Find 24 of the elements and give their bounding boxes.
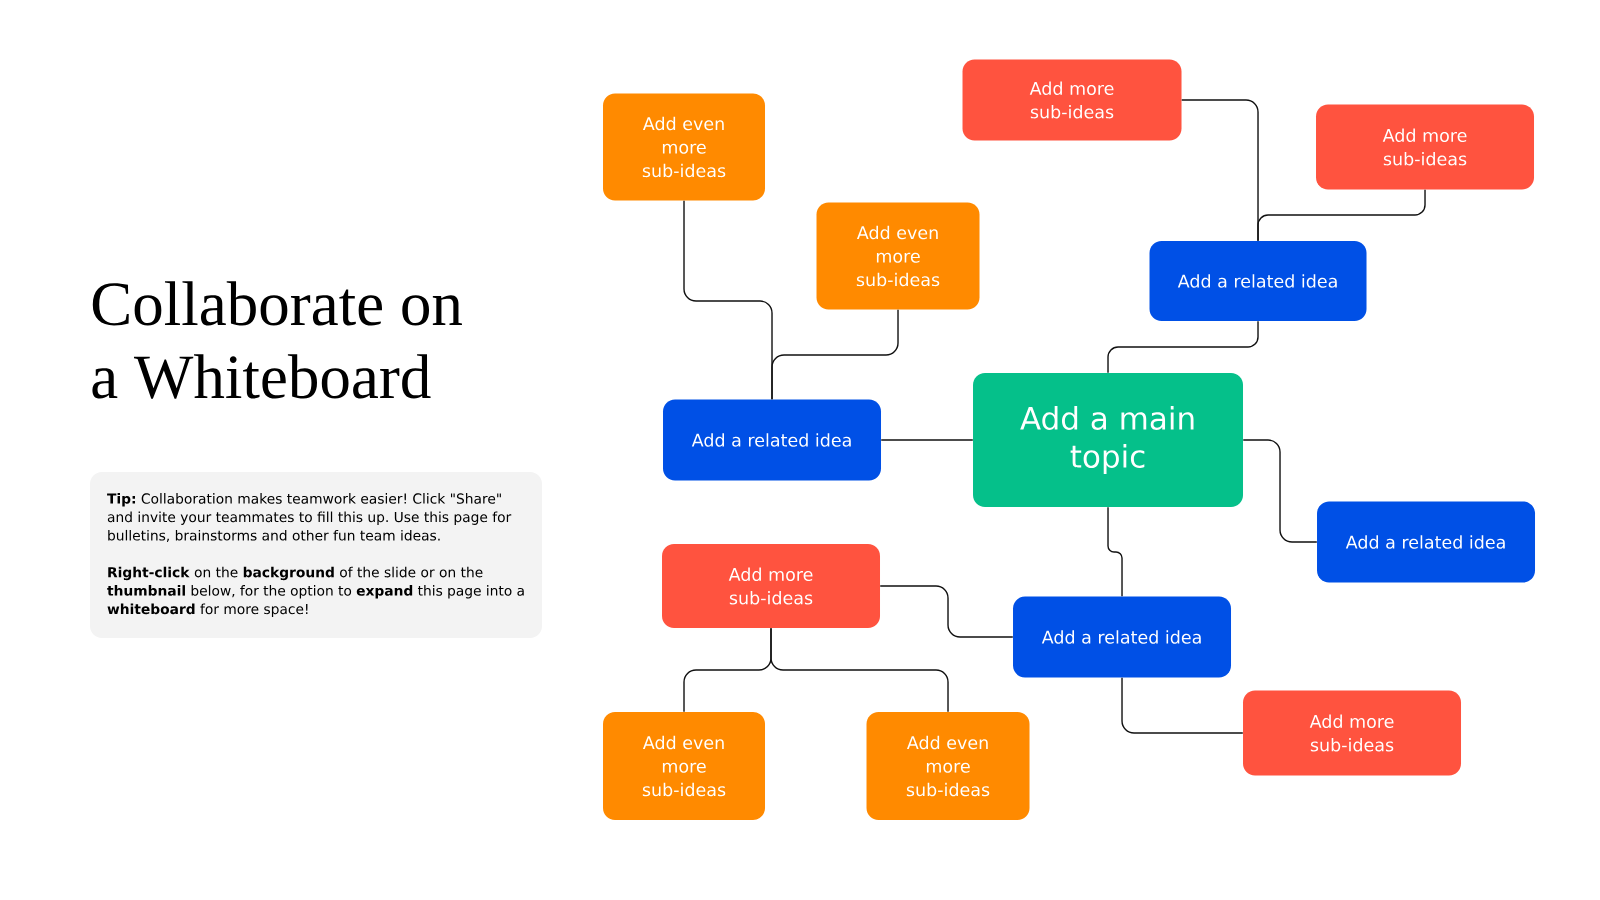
sub-idea-box: Add more sub-ideas — [962, 59, 1182, 141]
sub-idea-box: Add more sub-ideas — [662, 544, 880, 628]
connector-line — [880, 439, 974, 441]
connector-line — [1107, 320, 1259, 374]
idea-box: Add a related idea — [1149, 241, 1367, 321]
sub-idea-box: Add even more sub-ideas — [603, 712, 765, 820]
sub-idea-box: Add even more sub-ideas — [816, 202, 980, 310]
connector-line — [770, 627, 949, 713]
main-topic-box: Add a main topic — [973, 373, 1243, 507]
connector-line — [1242, 439, 1318, 543]
idea-box: Add a related idea — [1013, 596, 1231, 678]
sub-idea-box: Add even more sub-ideas — [603, 93, 765, 201]
connector-line — [1107, 506, 1123, 597]
connector-line — [879, 585, 1014, 638]
connector-line — [771, 309, 899, 400]
sub-idea-box: Add even more sub-ideas — [866, 712, 1030, 820]
idea-box: Add a related idea — [663, 399, 881, 481]
title: Collaborate on a Whiteboard — [92, 281, 462, 399]
connector-line — [1121, 677, 1244, 734]
idea-box: Add a related idea — [1317, 501, 1535, 583]
sub-idea-box: Add more sub-ideas — [1316, 104, 1534, 190]
tip-box: Tip: Collaboration makes teamwork easier! Click "Share" and invite your teammates to fill this up. Use this page for bulletins, brainstorms and other fun team ideas. Right-click on the background of the slide or on the thumbnail below, for the option to expand this page into a whiteboard for more space! — [90, 472, 542, 638]
connector-line — [1257, 189, 1426, 242]
sub-idea-box: Add more sub-ideas — [1243, 690, 1461, 776]
